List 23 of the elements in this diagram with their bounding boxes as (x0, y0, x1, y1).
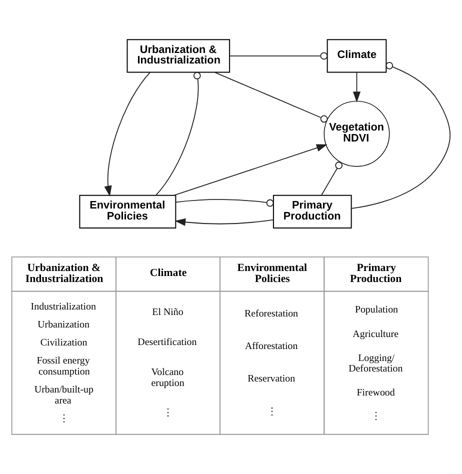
label: ⋮ (371, 410, 382, 422)
label: Reservation (248, 374, 296, 385)
label: El Niño (152, 307, 184, 318)
label: Logging/ Deforestation (348, 352, 403, 375)
label: Fossil energy consumption (36, 356, 90, 378)
label: Primary Production (350, 262, 402, 285)
label: Desertification (138, 337, 197, 348)
label: Urbanization & Industrialization (25, 262, 104, 285)
label: Afforestation (244, 341, 298, 352)
label: Agriculture (352, 328, 398, 340)
label: Population (354, 304, 398, 316)
label: Industrialization (30, 301, 96, 312)
label: Firewood (356, 387, 395, 398)
label: Reforestation (244, 308, 298, 320)
label: Civilization (40, 337, 88, 348)
label: Climate (150, 267, 187, 280)
label: Volcano eruption (151, 366, 184, 389)
label: ⋮ (163, 408, 174, 419)
label: ⋮ (267, 406, 278, 418)
label: Environmental Policies (237, 262, 308, 285)
label: Urban/built-up area (34, 384, 94, 406)
label: ⋮ (58, 414, 69, 425)
label: Urbanization (38, 319, 90, 330)
